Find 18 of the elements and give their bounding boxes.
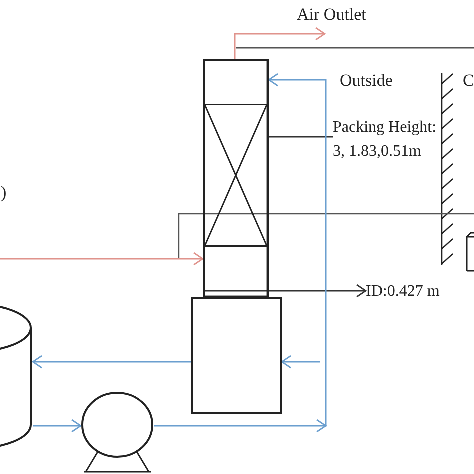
- annotation-text: Packing Height: 3, 1.83,0.51m: [333, 116, 441, 166]
- arrow: [203, 284, 367, 298]
- flow-arrow: [234, 27, 326, 59]
- partial-label: C: [463, 71, 474, 91]
- flow-arrow: [32, 355, 191, 369]
- dimension-label: ID:0.427 m: [366, 281, 446, 303]
- packing-section: [203, 104, 269, 247]
- leader-line: [269, 136, 333, 138]
- pump-symbol: [81, 392, 154, 474]
- packed-column: [203, 59, 269, 298]
- equipment-box: [465, 231, 474, 273]
- sump-tank: [191, 297, 282, 414]
- storage-tank: [0, 303, 33, 450]
- region-label: Outside: [340, 71, 393, 91]
- partial-label: ): [1, 183, 7, 203]
- flow-arrow: [281, 355, 320, 369]
- flow-arrow: [0, 252, 204, 266]
- flow-arrow: [33, 419, 82, 433]
